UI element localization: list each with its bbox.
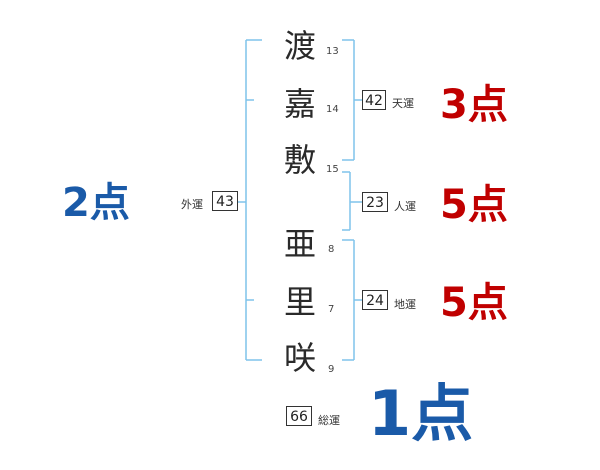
jinun-label: 人運 [394,200,416,213]
chiun-value-box: 24 [362,290,388,310]
jinun-score: 5点 [440,182,508,228]
gaiun-score: 2点 [62,180,130,226]
stroke-count-6: 9 [328,364,335,375]
stroke-count-2: 14 [326,104,339,115]
jinun-value-box: 23 [362,192,388,212]
stroke-count-1: 13 [326,46,339,57]
kanji-5: 里 [283,283,316,321]
kanji-2: 嘉 [283,85,316,123]
stroke-count-5: 7 [328,304,335,315]
souun-label: 総運 [318,414,340,427]
souun-score: 1点 [368,377,474,450]
stroke-count-4: 8 [328,244,335,255]
tenun-score: 3点 [440,82,508,128]
kanji-6: 咲 [283,339,316,377]
kanji-3: 敷 [283,141,316,179]
chiun-label: 地運 [394,298,416,311]
kanji-1: 渡 [283,27,316,65]
chiun-score: 5点 [440,280,508,326]
souun-value-box: 66 [286,406,312,426]
tenun-label: 天運 [392,97,414,110]
kanji-4: 亜 [283,225,316,263]
tenun-value-box: 42 [362,90,386,110]
gaiun-value-box: 43 [212,191,238,211]
stroke-count-3: 15 [326,164,339,175]
gaiun-label: 外運 [181,198,203,211]
